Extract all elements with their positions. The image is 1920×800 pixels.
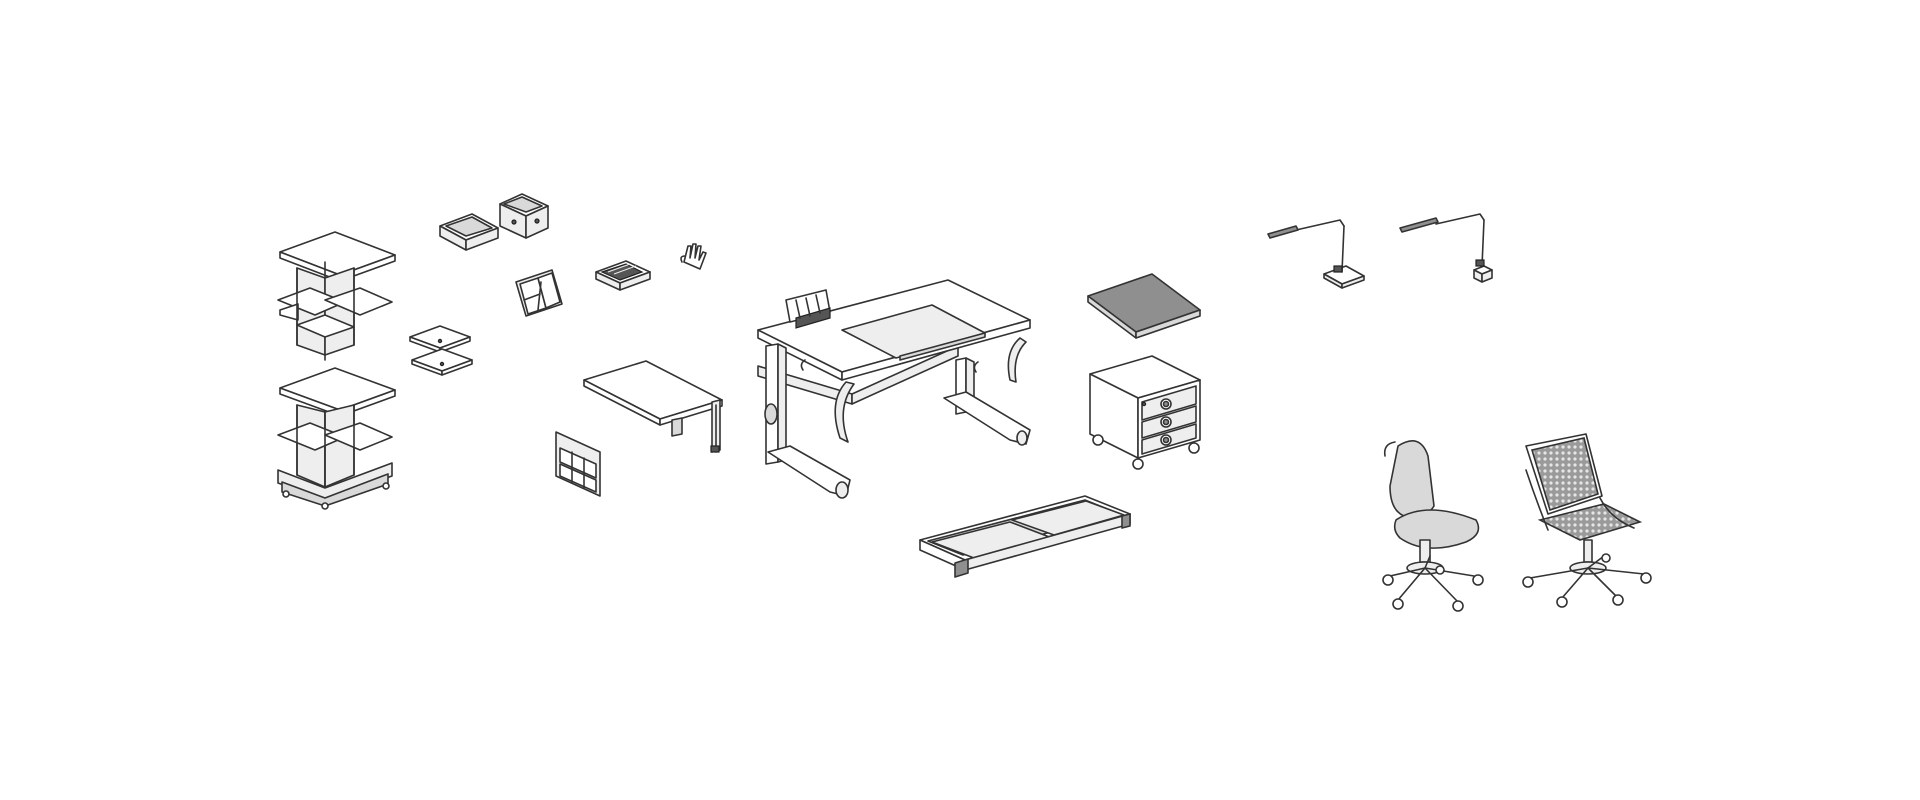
wall-organizer-icon[interactable] — [555, 431, 601, 497]
under-desk-drawer-icon[interactable] — [919, 495, 1131, 578]
storage-box-icon[interactable] — [439, 193, 549, 251]
desk-lamp-icon[interactable] — [1267, 219, 1365, 289]
height-adjustable-desk-icon[interactable] — [757, 279, 1031, 499]
side-table-icon[interactable] — [583, 360, 723, 453]
shelf-unit-with-castors-icon[interactable] — [277, 367, 396, 510]
drawer-container-icon[interactable] — [1089, 355, 1201, 470]
pen-tray-icon[interactable] — [595, 260, 651, 291]
clamp-lamp-icon[interactable] — [1399, 213, 1493, 283]
shelf-unit-icon[interactable] — [277, 231, 396, 361]
shelf-insert-icon[interactable] — [409, 325, 473, 376]
book-stand-icon[interactable] — [515, 269, 563, 317]
mesh-swivel-chair-icon[interactable] — [1522, 433, 1652, 608]
swivel-chair-icon[interactable] — [1382, 440, 1484, 612]
bag-hook-icon[interactable] — [680, 243, 707, 270]
cushion-icon[interactable] — [1087, 273, 1201, 339]
